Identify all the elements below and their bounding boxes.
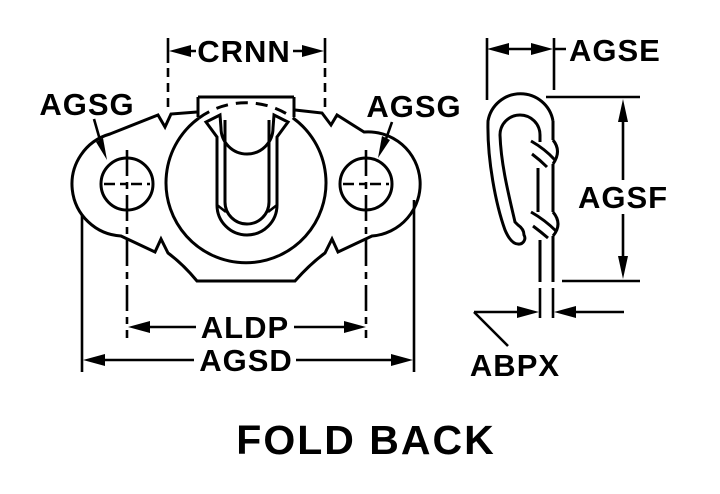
dim-label-aldp: ALDP xyxy=(201,310,289,345)
dome-hidden-edge xyxy=(198,101,294,120)
dimension-agse: AGSE xyxy=(485,33,661,100)
drawing-title: FOLD BACK xyxy=(236,417,495,463)
agsg-right-leader-arrowhead xyxy=(378,136,390,158)
side-view xyxy=(486,92,560,282)
agsg-left-leader-arrowhead xyxy=(96,138,107,160)
dimension-crnn: CRNN xyxy=(166,34,327,112)
fold-tab-inner-edge xyxy=(223,120,271,226)
agsg-left-leader-line xyxy=(92,118,102,141)
crnn-extension-lines xyxy=(166,38,327,63)
dim-label-crnn: CRNN xyxy=(197,34,291,69)
dim-label-agse: AGSE xyxy=(569,33,661,68)
profile-strap-outline xyxy=(486,92,555,246)
fold-tab-corner-lines xyxy=(216,203,278,214)
label-agsg-right: AGSG xyxy=(366,89,461,158)
abpx-leader-line xyxy=(473,311,509,347)
front-outline xyxy=(70,108,422,283)
strap-crossing-bands xyxy=(530,139,558,240)
agse-extension-lines xyxy=(485,38,556,100)
front-view xyxy=(70,95,422,338)
abpx-extension-lines xyxy=(538,288,555,318)
fold-tab-outline xyxy=(203,112,291,237)
agsg-right-leader-line xyxy=(384,121,394,140)
strip-left-edge xyxy=(536,135,542,282)
label-agsg-left: AGSG xyxy=(39,87,134,160)
dim-label-abpx: ABPX xyxy=(470,348,560,383)
dim-label-agsg-right: AGSG xyxy=(366,89,461,124)
agse-arrowheads xyxy=(487,43,553,55)
agsd-extension-lines xyxy=(80,200,416,372)
agsf-extension-lines xyxy=(546,95,640,283)
abpx-arrowheads xyxy=(517,306,576,318)
dim-label-agsd: AGSD xyxy=(199,343,293,378)
dome-circle xyxy=(164,116,328,265)
dim-label-agsg-left: AGSG xyxy=(39,87,134,122)
strap-wrap-bulges xyxy=(551,139,560,237)
dimension-agsd: AGSD xyxy=(80,200,416,378)
dimensions: CRNN AGSG AGSG ALDP AGSD xyxy=(39,33,668,383)
dimension-agsf: AGSF xyxy=(546,95,668,283)
top-tab xyxy=(196,95,296,117)
dimension-abpx: ABPX xyxy=(470,288,624,383)
dim-label-agsf: AGSF xyxy=(578,180,668,215)
dimension-aldp: ALDP xyxy=(128,310,366,345)
crnn-extension-lines-dashed xyxy=(166,68,327,112)
